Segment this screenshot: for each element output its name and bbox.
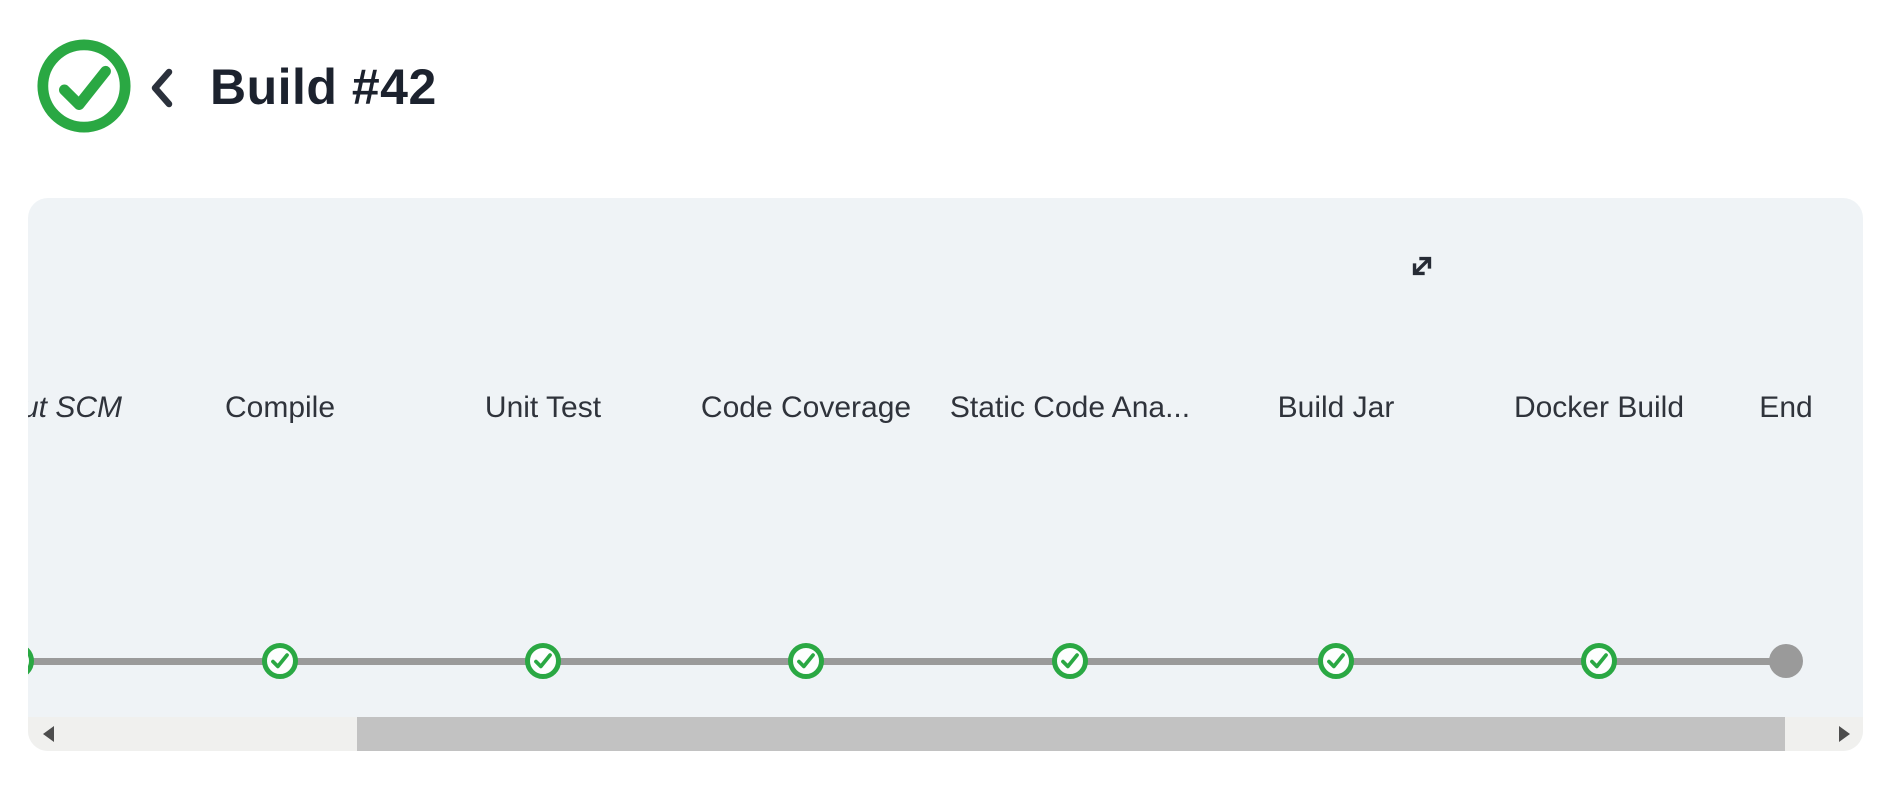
check-icon — [1061, 653, 1079, 669]
check-icon — [797, 653, 815, 669]
stage-label: Static Code Ana... — [949, 391, 1191, 424]
scroll-right-arrow-icon[interactable] — [1839, 726, 1850, 742]
pipeline-stage-node[interactable] — [788, 643, 824, 679]
check-circle-icon — [37, 39, 131, 133]
pipeline-stage-node[interactable] — [1318, 643, 1354, 679]
page-title: Build #42 — [210, 59, 437, 115]
build-status-success-icon — [35, 37, 133, 135]
pipeline-stage-node[interactable] — [1581, 643, 1617, 679]
stage-label: End — [1759, 391, 1813, 424]
expand-button[interactable] — [1406, 250, 1438, 282]
stage-label: Unit Test — [484, 391, 602, 424]
expand-diagonal-arrow-icon — [1412, 256, 1432, 276]
stage-label: Build Jar — [1277, 391, 1395, 424]
back-button[interactable] — [148, 66, 176, 110]
pipeline-stage-node[interactable] — [262, 643, 298, 679]
pipeline-stage-node[interactable] — [1052, 643, 1088, 679]
pipeline-stage-node[interactable] — [525, 643, 561, 679]
pipeline-graph: ut SCM Compile Unit Test Code Coverage Stati… — [28, 198, 1863, 751]
check-icon — [1327, 653, 1345, 669]
scroll-left-arrow-icon[interactable] — [43, 726, 54, 742]
pipeline-panel: ut SCM Compile Unit Test Code Coverage Stati… — [28, 198, 1863, 751]
scrollbar-thumb[interactable] — [357, 717, 1785, 751]
check-icon — [28, 648, 29, 674]
chevron-left-icon — [151, 68, 173, 108]
check-icon — [534, 653, 552, 669]
stage-label: ut SCM — [28, 391, 123, 424]
horizontal-scrollbar[interactable] — [28, 717, 1863, 751]
stage-label: Code Coverage — [700, 391, 912, 424]
pipeline-stage-node[interactable] — [28, 643, 34, 679]
check-icon — [1590, 653, 1608, 669]
pipeline-connector-line — [28, 658, 1786, 665]
stage-label: Compile — [224, 391, 336, 424]
stage-label: Docker Build — [1513, 391, 1685, 424]
check-icon — [271, 653, 289, 669]
pipeline-end-node[interactable] — [1769, 644, 1803, 678]
